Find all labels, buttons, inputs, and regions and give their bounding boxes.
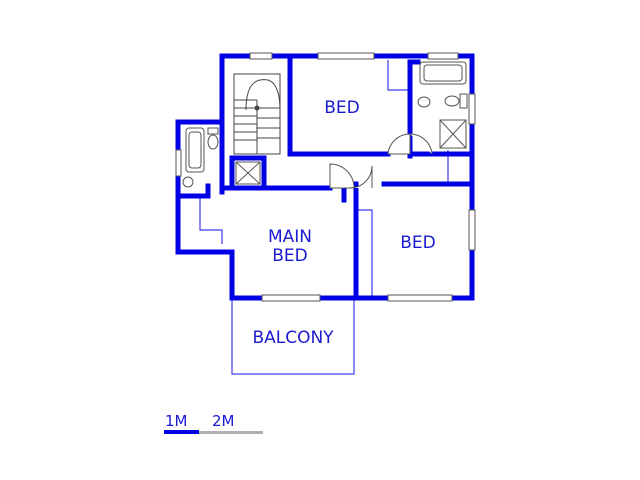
room-label-bed-top: BED bbox=[324, 98, 360, 118]
toilet-cistern bbox=[207, 127, 219, 135]
window bbox=[317, 52, 375, 60]
window bbox=[249, 52, 273, 60]
room-labels: BED MAIN BED BED BALCONY bbox=[252, 98, 435, 348]
window bbox=[387, 294, 453, 302]
bathtub-inner bbox=[423, 64, 463, 82]
room-label-main-bed-line1: MAIN bbox=[268, 227, 312, 247]
basin bbox=[417, 96, 431, 108]
shower-diag bbox=[235, 161, 261, 185]
scale-label-2m: 2M bbox=[212, 412, 235, 430]
window bbox=[468, 209, 476, 251]
shower-diag bbox=[439, 119, 467, 149]
stair-curve bbox=[245, 79, 281, 111]
walls bbox=[175, 53, 475, 301]
staircase bbox=[233, 73, 281, 155]
door-swing bbox=[329, 163, 355, 189]
scale-bar: 1M 2M bbox=[164, 412, 263, 434]
basin bbox=[182, 176, 194, 188]
toilet-cistern bbox=[459, 93, 468, 109]
scale-segment-1 bbox=[164, 430, 199, 434]
toilet-bowl bbox=[444, 95, 460, 107]
windows bbox=[175, 52, 476, 302]
doors bbox=[329, 133, 433, 189]
window bbox=[261, 294, 321, 302]
room-label-main-bed-line2: BED bbox=[272, 246, 308, 266]
window bbox=[427, 52, 459, 60]
fixtures bbox=[182, 61, 468, 188]
room-label-balcony: BALCONY bbox=[252, 328, 334, 348]
scale-segment-2 bbox=[199, 431, 263, 434]
stair-hall-line bbox=[387, 60, 408, 91]
bedroom-right-notch bbox=[356, 209, 373, 296]
room-label-bed-right: BED bbox=[400, 233, 436, 253]
bath-left-partition bbox=[199, 196, 223, 244]
window bbox=[468, 93, 476, 125]
toilet-bowl bbox=[207, 134, 219, 150]
door-swing bbox=[387, 133, 411, 155]
window bbox=[175, 149, 182, 177]
door-swing bbox=[409, 133, 433, 155]
door-swing bbox=[349, 165, 373, 189]
bathtub-inner bbox=[188, 131, 202, 169]
stair-post bbox=[254, 105, 260, 111]
scale-label-1m: 1M bbox=[165, 412, 188, 430]
